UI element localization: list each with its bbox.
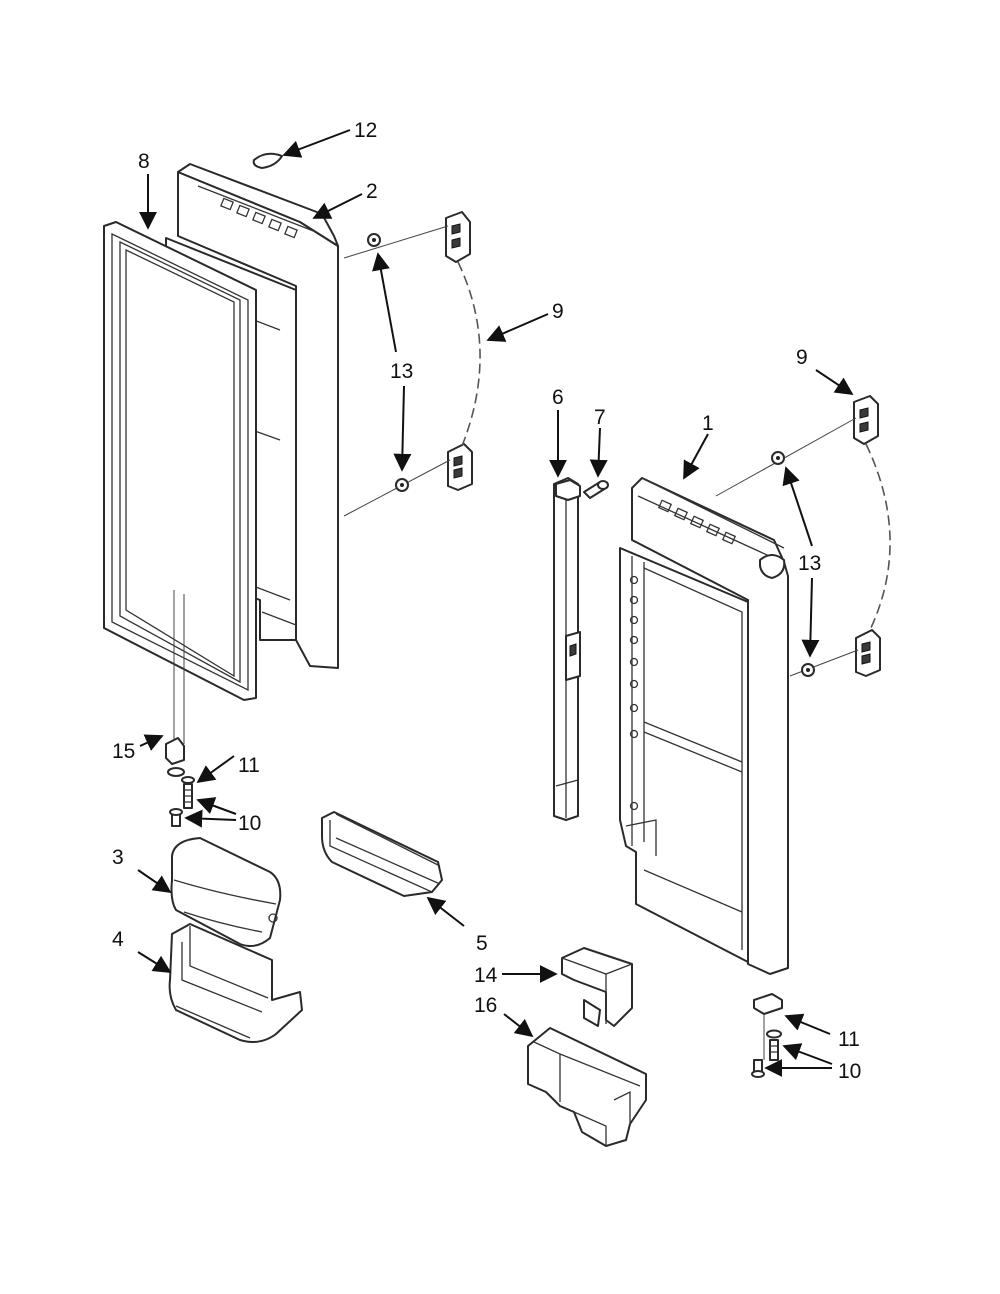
callout-11-right: 11 [838,1028,860,1051]
left-handle-mount-washers-part-13 [367,233,409,492]
callout-6: 6 [552,386,564,409]
callout-9-left: 9 [552,300,564,323]
callout-9-right: 9 [796,346,808,369]
callout-4: 4 [112,928,124,951]
callout-7: 7 [594,406,606,429]
right-hinge-hardware [751,993,783,1078]
callout-13-right: 13 [798,552,821,575]
callout-3: 3 [112,846,124,869]
dispenser-housing-part-16 [527,1027,647,1147]
door-bin-part-5 [321,811,443,897]
right-handle-part-9 [853,395,891,677]
callout-2: 2 [366,180,378,203]
door-gasket-part-8 [103,221,257,701]
callout-8: 8 [138,150,150,173]
callout-16: 16 [474,994,497,1017]
callout-10-left: 10 [238,812,261,835]
center-mullion-part-6 [553,477,581,821]
callout-11-left: 11 [238,754,260,777]
callout-13-left: 13 [390,360,413,383]
callout-10-right: 10 [838,1060,861,1083]
right-handle-mount-washers-part-13 [771,451,815,677]
badge-part-12 [252,152,283,169]
left-hinge-hardware [165,590,195,827]
mullion-screw-part-7 [583,480,609,499]
right-door-shelf-pegs [629,575,639,811]
callout-15: 15 [112,740,135,763]
callout-1: 1 [702,412,714,435]
callout-12: 12 [354,119,377,142]
right-door-part-1 [619,477,789,975]
leader-lines [137,129,854,1077]
bin-part-4 [168,923,303,1043]
ice-chute-part-14 [561,947,633,1027]
right-door-top-controls [657,499,737,545]
left-handle-part-9 [445,211,481,491]
callout-14: 14 [474,964,498,987]
callout-labels: 12 8 2 9 13 6 7 1 9 13 15 11 10 3 4 5 14… [112,119,861,1083]
callout-5: 5 [476,932,488,955]
dispenser-cover-part-3 [170,837,282,947]
left-door-top-controls [220,197,298,239]
